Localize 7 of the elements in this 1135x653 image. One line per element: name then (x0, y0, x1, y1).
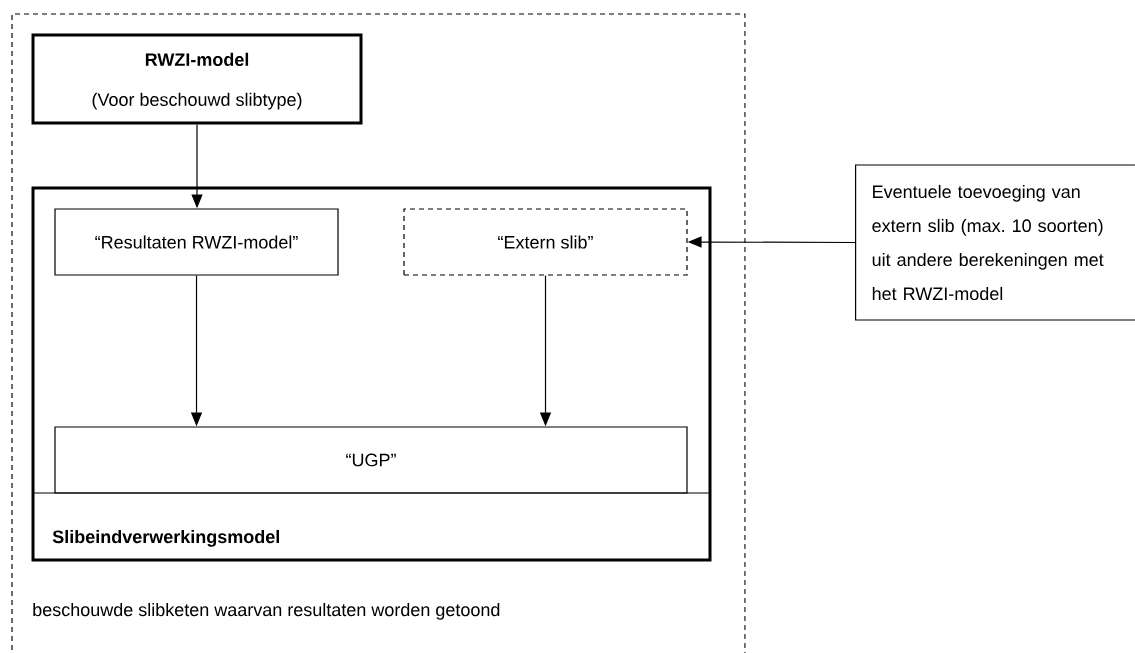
caption-text: beschouwde slibketen waarvan resultaten worden getoond (33, 602, 500, 620)
process-box: “UGP” (54, 426, 688, 494)
model-box: RWZI-model (Voor beschouwd slibtype) (31, 33, 363, 125)
process-box: “Extern slib” (403, 208, 688, 276)
process-box: “Resultaten RWZI-model” (54, 208, 339, 276)
dashed-frame (11, 13, 746, 653)
note-box: Eventuele toevoeging van extern slib (max. 10 soorten) uit andere berekeningen met het RWZI-model (855, 164, 1135, 321)
